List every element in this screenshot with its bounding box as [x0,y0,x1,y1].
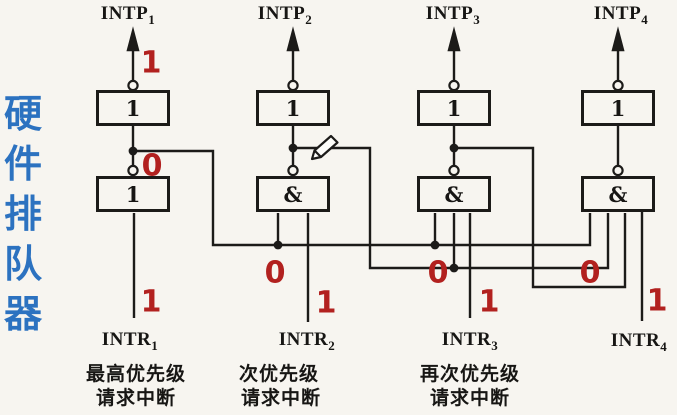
gate-label: 1 [125,181,141,207]
bubble-icon [287,79,299,92]
bubble-icon [612,164,624,177]
bubble-icon [448,79,460,92]
not-gate-4: 1 [581,90,655,126]
not-gate-3: 1 [417,90,491,126]
chain-wire-from-stage3 [454,146,627,289]
junction-dots [128,143,459,273]
annotation-output-value-1: 1 [140,45,162,81]
and-gate-2: & [256,176,330,212]
arrow-head-1 [126,26,140,52]
label-base: INTP [593,3,642,24]
intr2-label: INTR2 [279,329,336,354]
arrow-head-2 [286,26,300,52]
caption-priority-1-line2: 请求中断 [95,388,177,409]
gate-label: 1 [125,95,141,121]
annotation-junction-value-1: 0 [141,148,163,184]
label-base: INTR [101,329,152,350]
gate-label: & [608,181,628,207]
intr1-label: INTR1 [102,329,159,354]
gate-label: 1 [285,95,301,121]
output-arrows [126,26,625,81]
gate-label: 1 [610,95,626,121]
label-base: INTR [610,330,661,351]
junction-dot [128,146,138,156]
label-base: INTP [425,3,474,24]
annotation-block-value-4: 0 [579,255,601,291]
bubble-icon [612,79,624,92]
annotation-block-value-2: 0 [264,255,286,291]
bubble-icon [287,164,299,177]
gate-label: 1 [446,95,462,121]
junction-dot [273,240,283,250]
and-gate-3: & [417,176,491,212]
caption-priority-3-line2: 请求中断 [429,388,511,409]
label-sub: 4 [660,338,668,354]
side-title-char: 队 [3,244,42,286]
caption-priority-2-line1: 次优先级 [238,364,320,385]
buffer-gate-1: 1 [96,176,170,212]
intp4-label: INTP4 [594,3,648,28]
pencil-cursor-icon [310,134,339,161]
annotation-request-value-3: 1 [478,284,500,320]
interrupt-request-lines [132,212,644,322]
annotation-request-value-2: 1 [315,285,337,321]
annotation-request-value-4: 1 [646,283,668,319]
gate-label: & [283,181,303,207]
label-base: INTP [100,3,149,24]
arrow-head-4 [611,26,625,52]
chain-wire-from-stage1 [133,149,592,247]
label-sub: 3 [491,337,499,353]
intr3-label: INTR3 [442,329,499,354]
intp1-label: INTP1 [101,3,155,28]
chain-wire-from-stage2 [293,146,610,270]
caption-priority-1-line1: 最高优先级 [85,364,187,385]
label-base: INTR [278,329,329,350]
junction-dot [449,143,459,153]
bubble-icon [127,79,139,92]
inter-gate-connectors [131,126,620,166]
and-gate-4: & [581,176,655,212]
intp3-label: INTP3 [426,3,480,28]
side-title-hardware-queuer: 硬 件 排 队 器 [0,90,46,340]
side-title-char: 器 [3,294,42,336]
label-sub: 2 [305,11,313,27]
label-base: INTR [441,329,492,350]
arrow-head-3 [447,26,461,52]
gate-label: & [444,181,464,207]
junction-dot [288,143,298,153]
caption-priority-3-line1: 再次优先级 [419,364,521,385]
annotation-request-value-1: 1 [140,284,162,320]
label-sub: 4 [641,11,649,27]
label-sub: 2 [328,337,336,353]
not-gate-2: 1 [256,90,330,126]
intr4-label: INTR4 [611,330,668,355]
side-title-char: 排 [3,194,42,236]
label-base: INTP [257,3,306,24]
junction-dot [430,240,440,250]
label-sub: 1 [151,337,159,353]
intp2-label: INTP2 [258,3,312,28]
label-sub: 3 [473,11,481,27]
inverter-bubbles [127,79,624,177]
annotation-block-value-3: 0 [427,255,449,291]
caption-priority-2-line2: 请求中断 [240,388,322,409]
side-title-char: 硬 [3,94,42,136]
side-title-char: 件 [3,144,42,186]
priority-chain-wires [133,146,627,289]
junction-dot [449,263,459,273]
not-gate-1: 1 [96,90,170,126]
bubble-icon [127,164,139,177]
label-sub: 1 [148,11,156,27]
bubble-icon [448,164,460,177]
